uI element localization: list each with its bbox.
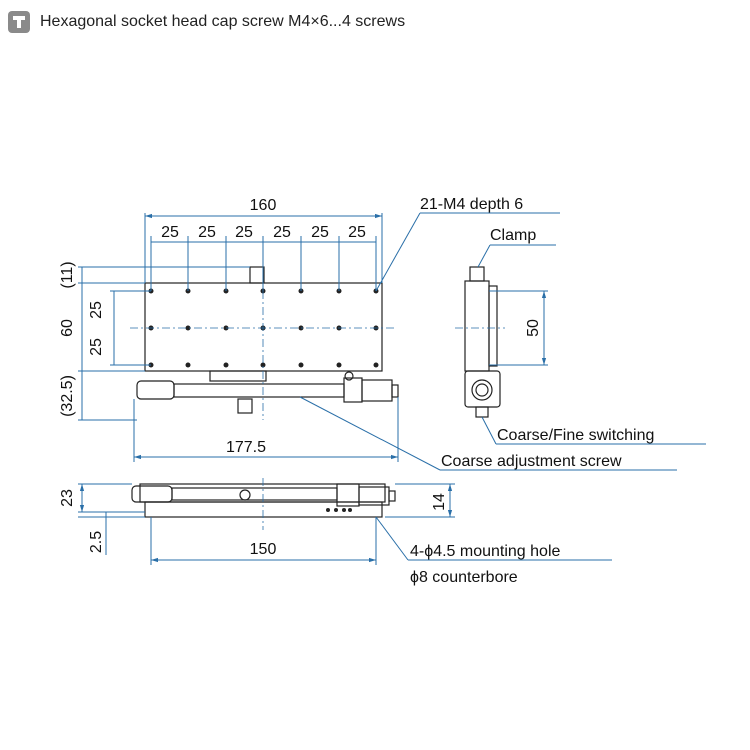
dim-pitch-5: 25: [311, 224, 329, 241]
callout-mounting-hole: 4-ϕ4.5 mounting hole: [410, 543, 560, 560]
dim-pitch-6: 25: [348, 224, 366, 241]
dim-60: 60: [59, 319, 76, 337]
dim-25-upper: 25: [88, 301, 105, 319]
front-hole: [239, 489, 251, 501]
callouts: 21-M4 depth 6 Clamp Coarse/Fine switchin…: [299, 196, 706, 586]
callout-switching: Coarse/Fine switching: [497, 427, 654, 444]
dim-23: 23: [59, 489, 76, 507]
micrometer-body: [343, 377, 363, 403]
dim-pitch-2: 25: [198, 224, 216, 241]
dim-pitch-3: 25: [235, 224, 253, 241]
coarse-knob: [237, 398, 253, 414]
callout-tapped-holes: 21-M4 depth 6: [420, 196, 523, 213]
front-mic-body: [336, 483, 360, 507]
front-base: [144, 501, 383, 518]
t-letter-icon: [8, 11, 30, 33]
front-dimensions: 23 2.5 150 14: [59, 483, 455, 565]
dim-11: (11): [59, 261, 76, 288]
dim-32-5: (32.5): [59, 375, 76, 417]
dim-177-5: 177.5: [226, 439, 266, 456]
end-screw-circle: [471, 379, 493, 401]
dim-pitch-4: 25: [273, 224, 291, 241]
screw-caption: Hexagonal socket head cap screw M4×6...4…: [40, 13, 406, 30]
clamp-knob: [249, 266, 265, 284]
front-mic-end: [388, 490, 396, 502]
dim-pitch-1: 25: [161, 224, 179, 241]
micrometer-end: [391, 384, 399, 398]
end-body: [464, 280, 490, 372]
screw-left-knob: [136, 380, 175, 400]
end-base: [464, 370, 501, 408]
header: Hexagonal socket head cap screw M4×6...4…: [8, 8, 405, 36]
front-top: [139, 483, 386, 503]
front-left-knob: [131, 485, 173, 503]
switch-knob: [344, 371, 354, 381]
screw-housing: [209, 370, 267, 382]
end-dimensions: 50: [489, 290, 548, 366]
callout-clamp: Clamp: [490, 227, 536, 244]
end-screw-inner: [475, 383, 489, 397]
top-dimensions: 160 25 25 25 25 25 25 (11) 60 (32.5) 25 …: [59, 197, 399, 462]
dim-2-5: 2.5: [88, 531, 105, 553]
top-view: [130, 266, 399, 420]
dim-25-lower: 25: [88, 338, 105, 356]
micrometer-thimble: [361, 379, 393, 402]
callout-counterbore: ϕ8 counterbore: [410, 569, 518, 586]
end-clamp: [469, 266, 485, 282]
front-view: [131, 478, 396, 530]
dim-150: 150: [250, 541, 277, 558]
end-knob: [475, 406, 489, 418]
end-rail: [488, 285, 498, 367]
dim-50: 50: [525, 319, 542, 337]
callout-adjust-screw: Coarse adjustment screw: [441, 453, 622, 470]
dim-14: 14: [431, 493, 448, 511]
screw-bar: [173, 383, 345, 398]
end-view: [455, 266, 505, 418]
dim-160: 160: [250, 197, 277, 214]
front-screw: [171, 487, 338, 501]
